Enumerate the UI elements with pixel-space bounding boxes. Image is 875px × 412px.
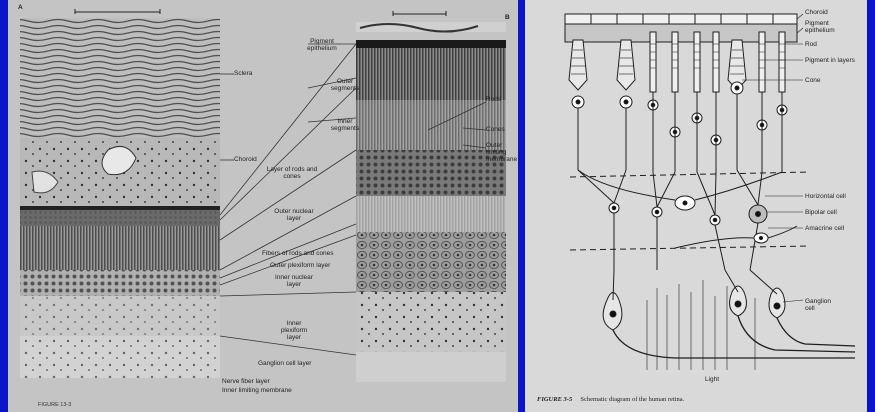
pigment-in-layers-label: Pigment in layers: [805, 57, 855, 64]
caption-text: Schematic diagram of the human retina.: [580, 396, 684, 403]
panel-a-label: A: [18, 4, 23, 11]
cones-label: Cones: [486, 126, 505, 133]
sclera-label: Sclera: [234, 70, 252, 77]
choroid-label-b: Choroid: [805, 9, 828, 16]
retina-schematic: Choroid Pigment epithelium Rod Pigment i…: [525, 0, 867, 412]
outer-segments-label: Outer segments: [330, 78, 360, 92]
rods-label: Rods: [486, 96, 501, 103]
ganglion-cell-layer-label: Ganglion cell layer: [258, 360, 311, 367]
inner-limiting-membrane-label: Inner limiting membrane: [222, 387, 292, 394]
fibers-rods-cones-label: Fibers of rods and cones: [262, 250, 334, 257]
caption-number: FIGURE 3-5: [537, 396, 572, 403]
pigment-epithelium-label-a: Pigment epithelium: [304, 38, 340, 52]
ganglion-cell-label: Ganglion cell: [805, 298, 841, 312]
rods-cones-layer-label: Layer of rods and cones: [264, 166, 320, 180]
cone-label: Cone: [805, 77, 821, 84]
choroid-label: Choroid: [234, 156, 257, 163]
light-label: Light: [705, 376, 719, 383]
inner-plexiform-layer-label: Inner plexiform layer: [274, 320, 314, 341]
outer-plexiform-layer-label: Outer plexiform layer: [270, 262, 330, 269]
bipolar-cell-label: Bipolar cell: [805, 209, 837, 216]
figure-caption: FIGURE 3-5 Schematic diagram of the huma…: [537, 396, 684, 403]
rod-label: Rod: [805, 41, 817, 48]
outer-limiting-membrane-label: Outer limiting membrane: [486, 142, 516, 163]
figure-number: FIGURE 13-3: [38, 402, 71, 409]
pigment-epithelium-label-b: Pigment epithelium: [805, 20, 845, 34]
histology-figure: A B Sclera Choroid Nerve fiber layer Inn…: [8, 0, 518, 412]
amacrine-cell-label: Amacrine cell: [805, 225, 844, 232]
inner-segments-label: Inner segments: [330, 118, 360, 132]
inner-nuclear-layer-label: Inner nuclear layer: [274, 274, 314, 288]
nerve-fiber-layer-label: Nerve fiber layer: [222, 378, 270, 385]
horizontal-cell-label: Horizontal cell: [805, 193, 846, 200]
outer-nuclear-layer-label: Outer nuclear layer: [274, 208, 314, 222]
histology-drawing: [8, 0, 518, 412]
panel-b-label: B: [505, 14, 510, 21]
